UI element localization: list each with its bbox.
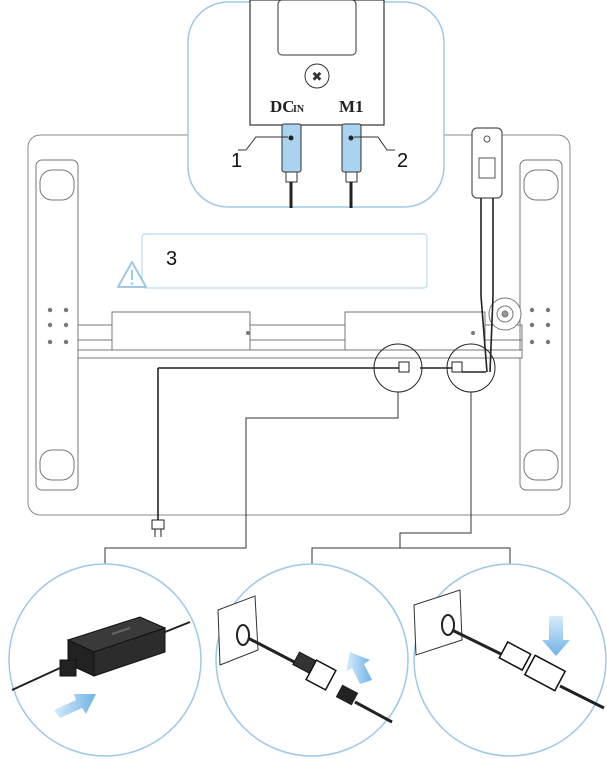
callout-2: 2	[397, 150, 408, 172]
cables	[157, 367, 486, 522]
callout-1: 1	[231, 150, 242, 172]
callout-3: 3	[166, 248, 177, 270]
desk-frame	[27, 134, 571, 516]
m1-port-label: M1	[339, 97, 364, 116]
warning-triangle-icon	[117, 261, 147, 288]
leader-lines	[104, 392, 511, 570]
top-zoom-bubble: ✖	[187, 0, 445, 208]
motor-gear	[488, 297, 522, 331]
bubble-power-adapter	[8, 563, 202, 757]
svg-text:✖: ✖	[312, 70, 323, 85]
dc-port-label: DC	[270, 97, 295, 116]
control-box	[471, 127, 503, 373]
bubble-dc-connector	[215, 563, 409, 757]
bubble-m1-connector	[413, 563, 607, 757]
frame-screws	[47, 307, 551, 345]
power-plug	[151, 519, 165, 537]
dc-port-sublabel: IN	[293, 104, 305, 115]
warning-box	[141, 233, 428, 289]
